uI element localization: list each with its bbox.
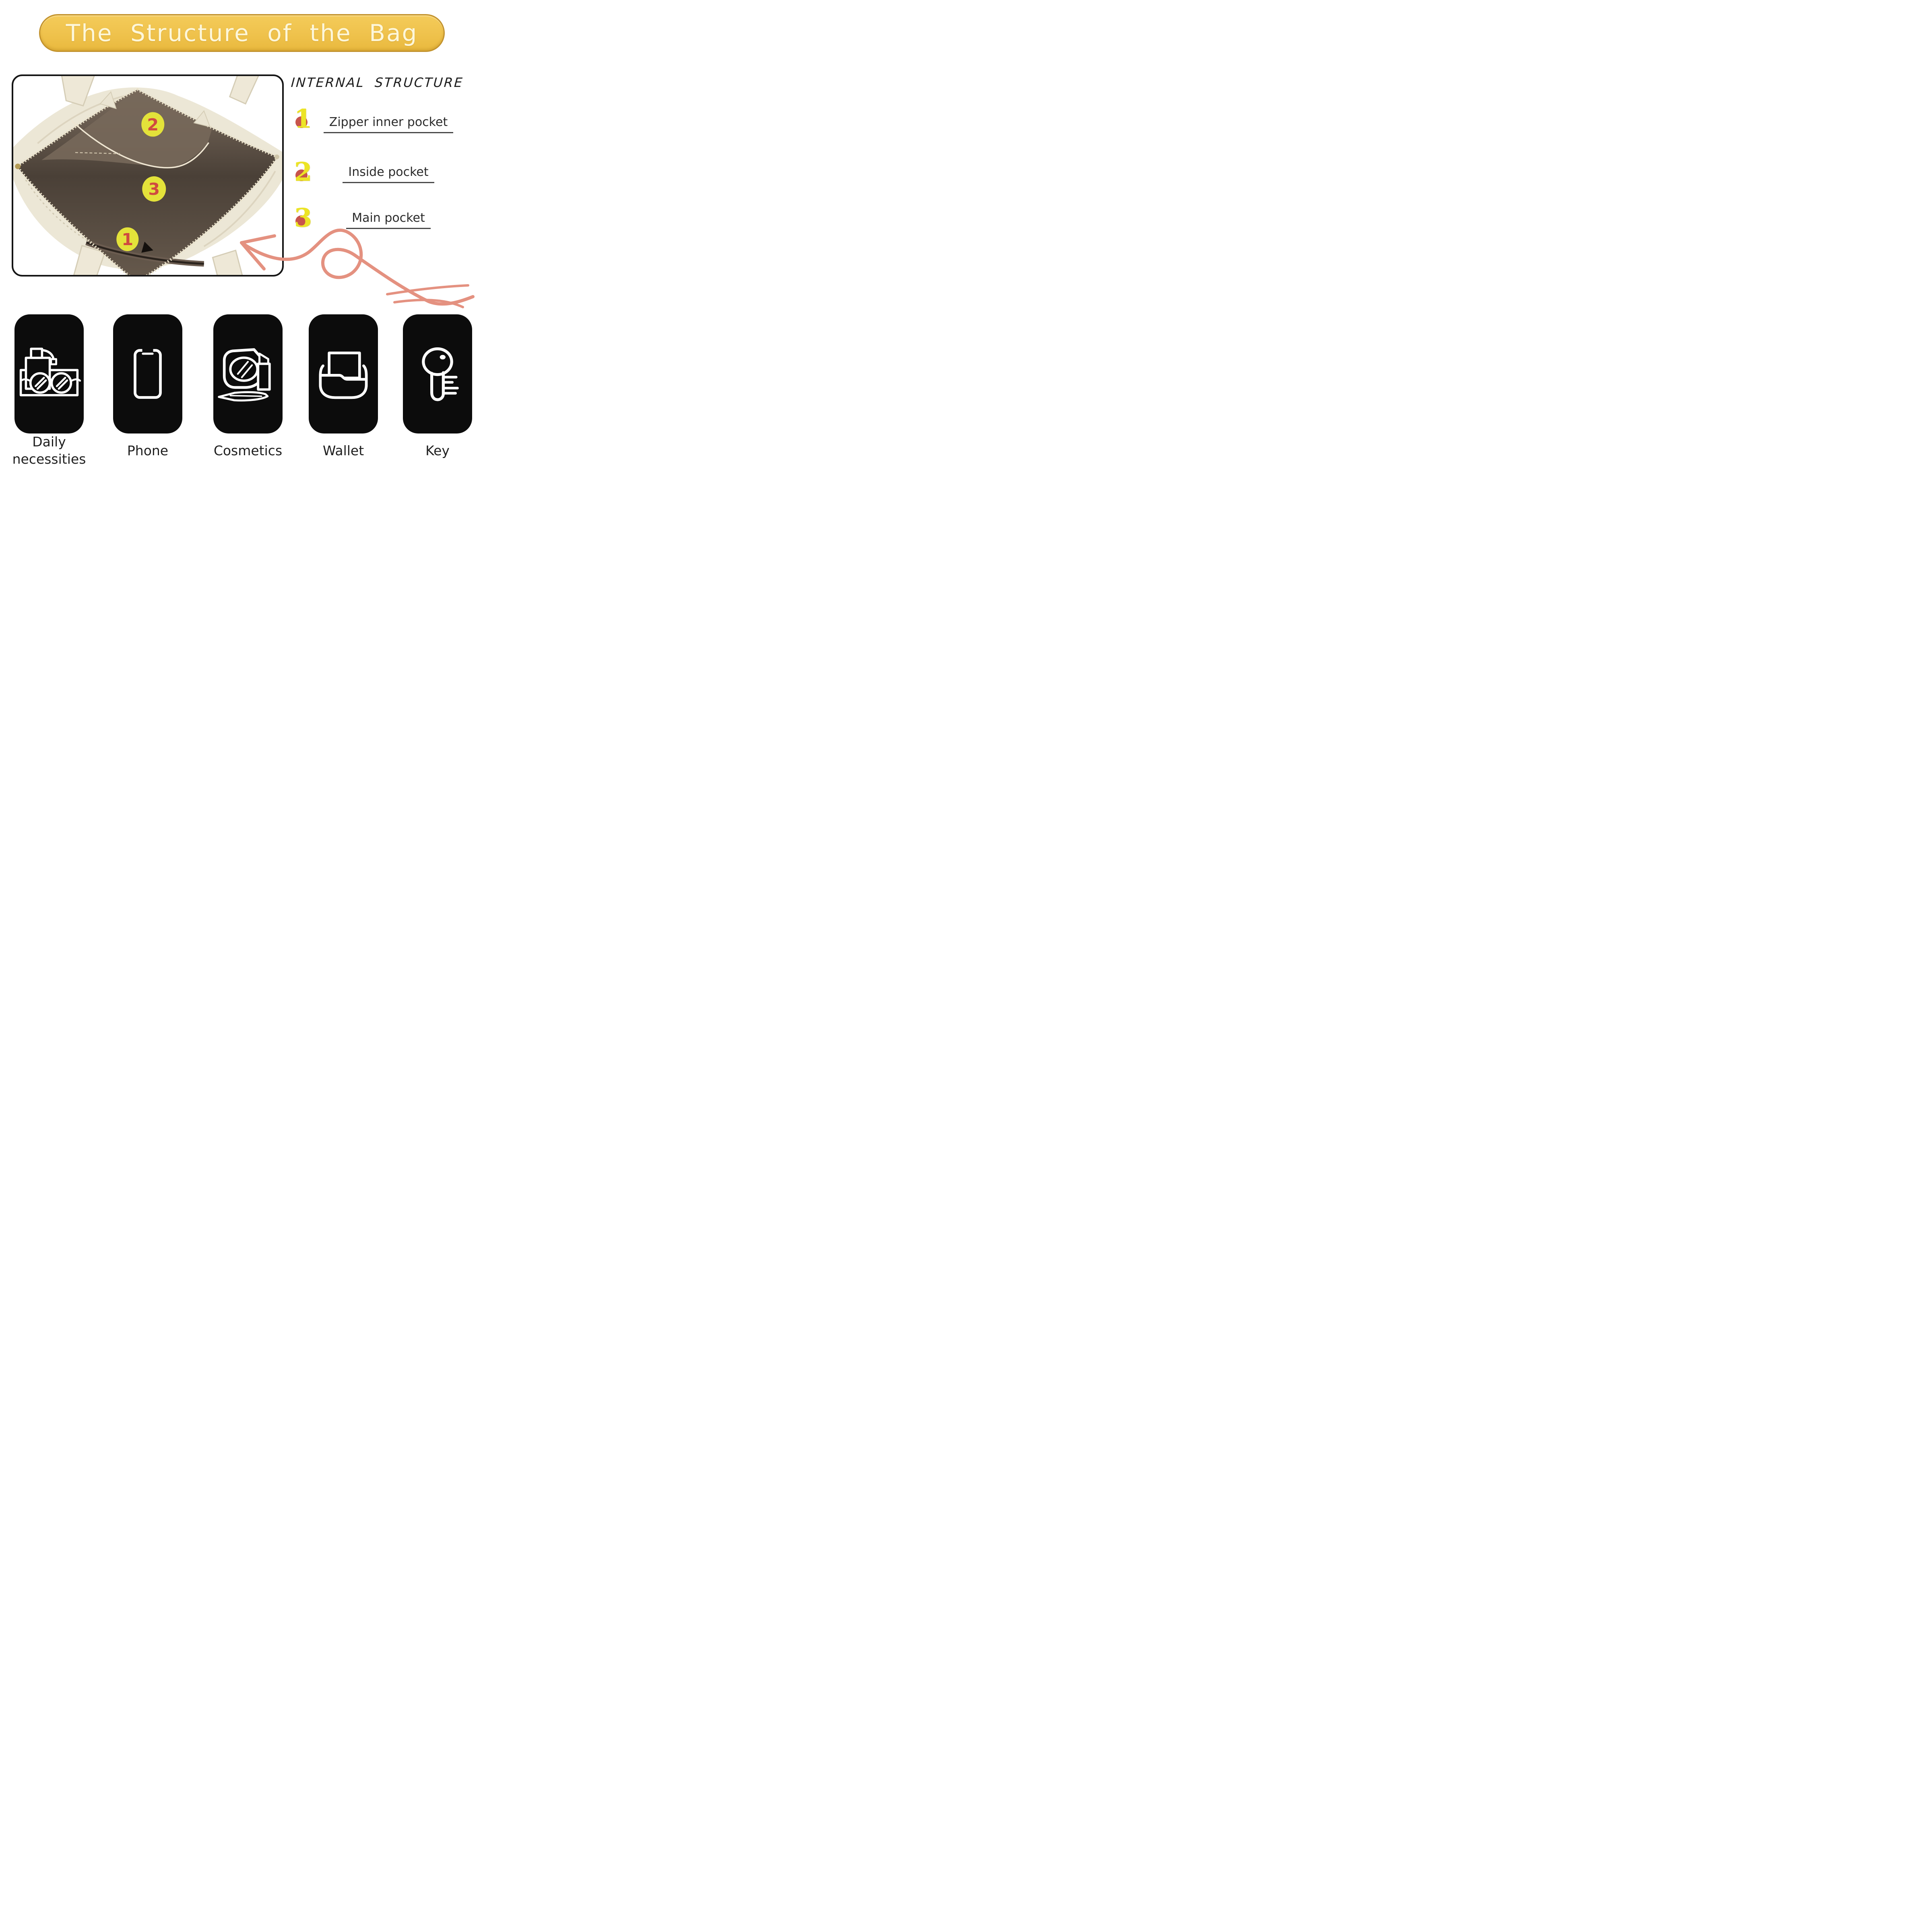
callout-2: 2: [141, 112, 165, 137]
red-dot: [295, 215, 308, 227]
card-phone: [113, 314, 182, 433]
cosmetics-icon: [218, 348, 271, 402]
callout-1: 1: [116, 227, 139, 251]
zipper-teeth: [15, 88, 280, 275]
handle-gusset: [193, 110, 211, 128]
inside-pocket-flap: [41, 90, 212, 168]
bag-stitching: [25, 180, 105, 251]
wallet-icon: [319, 351, 368, 399]
pocket-stitching: [75, 152, 120, 155]
legend-number-1: 1: [294, 104, 312, 134]
title-banner: The Structure of the Bag: [39, 14, 445, 52]
infographic-page: The Structure of the Bag: [0, 0, 483, 483]
card-label-cosmetics: Cosmetics: [213, 443, 283, 458]
bag-handle-top-right: [229, 76, 259, 105]
red-dot: [295, 116, 308, 128]
legend-label-main-pocket: Main pocket: [320, 211, 457, 229]
svg-text:1: 1: [122, 230, 133, 249]
card-key: [403, 314, 472, 433]
zipper-slit: [86, 241, 204, 265]
card-label-wallet: Wallet: [322, 443, 364, 458]
svg-text:2: 2: [147, 115, 159, 134]
svg-text:3: 3: [148, 180, 160, 199]
card-label-phone: Phone: [127, 443, 169, 458]
bag-handle-top-left: [61, 76, 95, 107]
card-daily-necessities: [14, 314, 84, 433]
internal-structure-heading: INTERNAL STRUCTURE: [290, 75, 464, 90]
bag-seam: [203, 171, 276, 247]
pocket-piping: [70, 120, 209, 169]
bag-interior-illustration: 2 3 1: [13, 76, 282, 275]
zipper-end-right: [274, 154, 279, 159]
card-wallet: [309, 314, 378, 433]
page-title: The Structure of the Bag: [66, 19, 418, 47]
callout-3: 3: [142, 176, 166, 202]
phone-icon: [134, 349, 162, 399]
card-label-daily-necessities: Daily necessities: [12, 434, 86, 467]
bag-photo-frame: 2 3 1: [12, 74, 284, 277]
legend-label-inside-pocket: Inside pocket: [320, 165, 457, 183]
legend-number-3: 3: [294, 203, 312, 233]
card-cosmetics: [213, 314, 283, 433]
zipper-pull: [141, 242, 153, 253]
zipper-end-left: [15, 163, 21, 169]
bag-handle-bottom-right: [212, 250, 243, 275]
handle-gusset: [99, 91, 117, 109]
key-icon: [422, 347, 459, 401]
daily-necessities-icon: [19, 347, 81, 396]
legend-label-zipper-inner-pocket: Zipper inner pocket: [320, 115, 457, 133]
hand-drawn-arrow: [240, 228, 475, 308]
legend-number-2: 2: [294, 157, 312, 187]
red-dot: [295, 169, 308, 181]
card-label-key: Key: [425, 443, 450, 458]
